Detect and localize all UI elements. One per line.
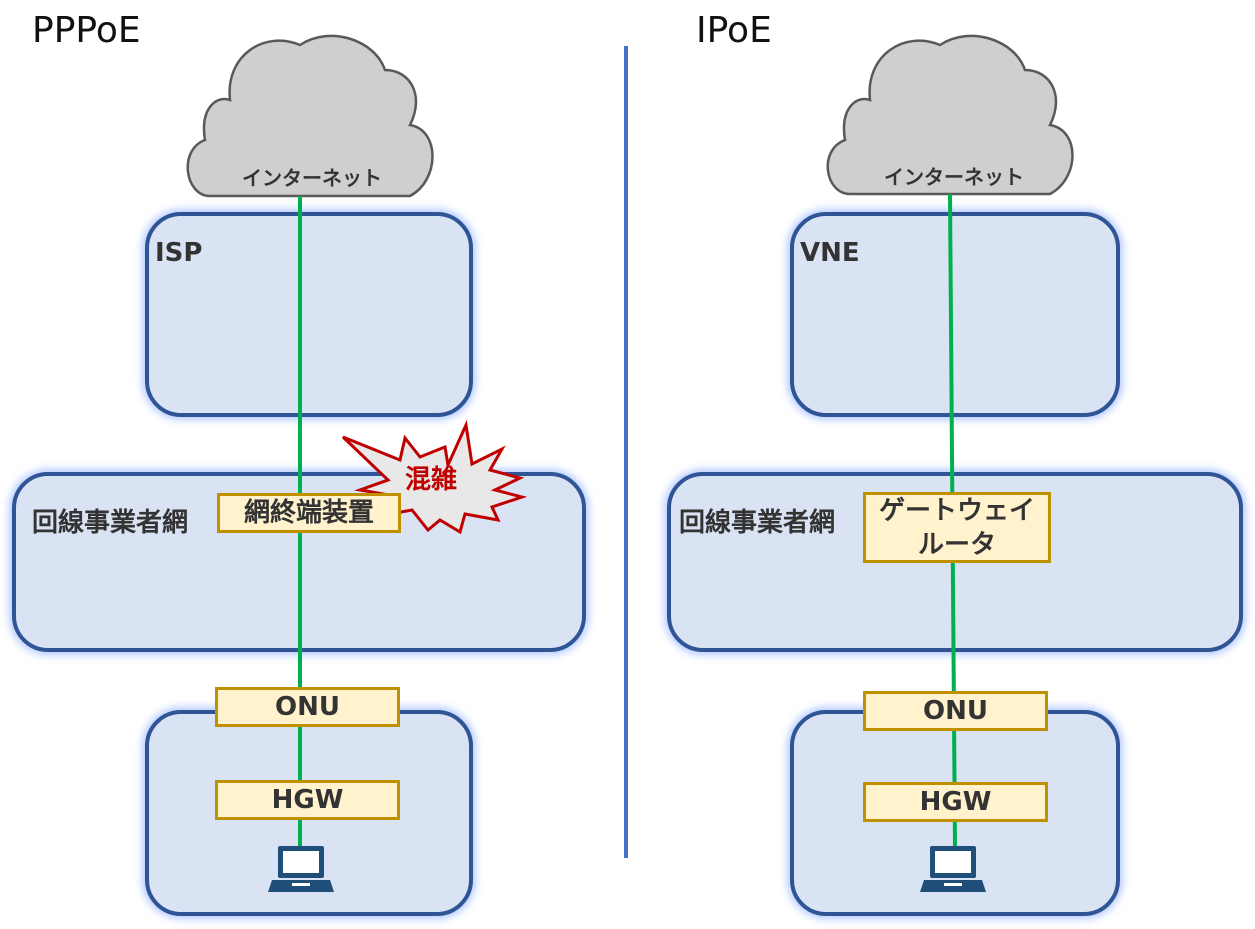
isp-panel: ISP xyxy=(145,212,473,417)
cloud-icon xyxy=(826,34,1074,196)
laptop-icon xyxy=(920,846,986,892)
laptop-icon xyxy=(268,846,334,892)
explosion-icon xyxy=(341,419,528,535)
congestion-label: 混雑 xyxy=(405,465,458,495)
cloud-icon xyxy=(186,34,434,198)
right-carrier-label: 回線事業者網 xyxy=(679,508,836,538)
right-hgw-box: HGW xyxy=(863,782,1048,822)
left-onu-box: ONU xyxy=(215,687,400,727)
left-carrier-label: 回線事業者網 xyxy=(32,508,189,538)
pppoe-title: PPPoE xyxy=(32,10,141,51)
vne-label: VNE xyxy=(800,238,860,268)
right-onu-box: ONU xyxy=(863,691,1048,731)
right-cloud-label: インターネット xyxy=(884,165,1024,189)
gateway-label-line2: ルータ xyxy=(917,529,996,560)
gateway-router-box: ゲートウェイ ルータ xyxy=(863,492,1051,563)
left-cloud-label: インターネット xyxy=(242,166,382,190)
vne-panel: VNE xyxy=(790,212,1120,417)
isp-label: ISP xyxy=(155,238,203,268)
network-terminal-box: 網終端装置 xyxy=(217,493,401,533)
ipoe-title: IPoE xyxy=(696,10,772,51)
left-hgw-box: HGW xyxy=(215,780,400,820)
gateway-label-line1: ゲートウェイ xyxy=(878,495,1035,526)
